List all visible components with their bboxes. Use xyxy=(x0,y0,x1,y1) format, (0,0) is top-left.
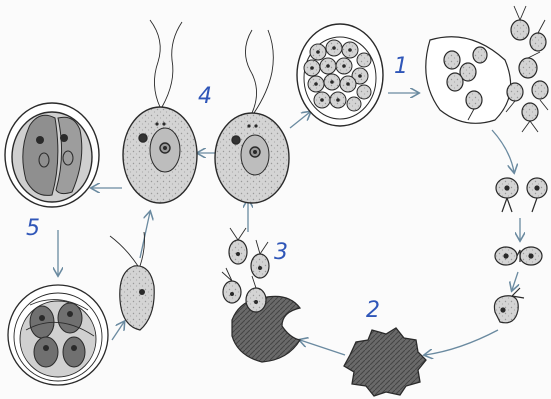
stage-5-division xyxy=(5,103,99,207)
stage-label-4: 4 xyxy=(198,86,212,108)
arrow-4-to-1 xyxy=(290,112,310,128)
stage-1-sporangium xyxy=(297,24,383,126)
stage-3-germination xyxy=(222,228,300,362)
stage-label-2: 2 xyxy=(366,300,380,322)
gametes xyxy=(494,178,547,323)
zoospore-release xyxy=(426,6,548,132)
stage-label-1: 1 xyxy=(394,56,408,78)
stage-2-zygote xyxy=(344,328,426,396)
arrow-zygote-to-3 xyxy=(300,340,345,355)
arrow-small-up xyxy=(140,212,150,258)
stage-label-5: 5 xyxy=(26,218,40,240)
arrow-release-down xyxy=(492,130,514,172)
arrow-to-zygote xyxy=(425,330,498,355)
arrow-gametes-down-2 xyxy=(512,272,518,290)
stage-4-cells xyxy=(123,20,289,203)
arrow-cyst-to-small xyxy=(112,322,124,340)
released-cell xyxy=(110,232,154,330)
stage-label-3: 3 xyxy=(274,242,288,264)
cyst-multiple-cells xyxy=(8,285,108,385)
